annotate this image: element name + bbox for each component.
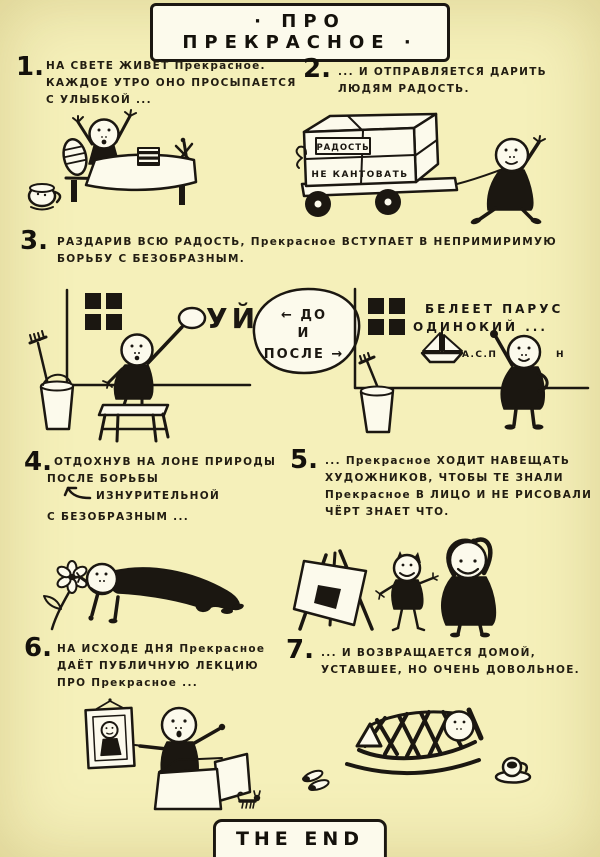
coffee-cup-icon xyxy=(494,756,532,784)
podium-box xyxy=(153,752,252,811)
slippers-icon xyxy=(302,769,330,791)
wall-poem-line-2: ОДИНОКИЙ ... xyxy=(413,319,548,334)
bubble-line-do: ← ДО xyxy=(281,308,327,323)
panel-5-number: 5. xyxy=(290,445,318,475)
dismayed-figure xyxy=(440,537,497,638)
blanket-fold xyxy=(355,722,383,748)
self-portrait-poster xyxy=(84,698,136,770)
signature-left: А.С.П xyxy=(462,350,497,360)
joy-tag-label: РАДОСТЬ xyxy=(316,143,369,153)
before-wall: УЙ xyxy=(65,288,259,387)
teacup-icon xyxy=(27,183,62,211)
panel-2-number: 2. xyxy=(303,54,331,84)
panel-7-caption: ... И ВОЗВРАЩАЕТСЯ ДОМОЙ, УСТАВШЕЕ, НО О… xyxy=(321,647,580,676)
wall-poem-line-1: БЕЛЕЕТ ПАРУС xyxy=(425,302,563,316)
the-end-label: THE END xyxy=(235,828,365,850)
insertion-arrow-icon xyxy=(63,486,92,500)
gift-box: РАДОСТЬ НЕ КАНТОВАТЬ xyxy=(295,112,440,188)
panel-2-drawing-cart-scene: РАДОСТЬ НЕ КАНТОВАТЬ xyxy=(295,112,546,225)
title-box: · ПРО ПРЕКРАСНОЕ · xyxy=(150,3,450,62)
panel-4-line-3: С БЕЗОБРАЗНЫМ ... xyxy=(47,511,190,523)
little-artist-figure xyxy=(375,551,439,632)
the-end-box: THE END xyxy=(212,819,388,857)
proud-figure xyxy=(490,330,549,430)
panel-3-number: 3. xyxy=(20,226,48,256)
joy-tag xyxy=(315,137,371,155)
bubble-line-i: И xyxy=(298,326,311,341)
pulling-figure xyxy=(470,135,546,225)
bubble-line-posle: ПОСЛЕ → xyxy=(264,347,345,362)
panel-4-number: 4. xyxy=(24,447,52,477)
rope-bow xyxy=(295,145,307,169)
panel-4-line-1: ОТДОХНУВ НА ЛОНЕ ПРИРОДЫ xyxy=(54,456,277,468)
panel-3-caption: РАЗДАРИВ ВСЮ РАДОСТЬ, Прекрасное ВСТУПАЕ… xyxy=(57,236,557,265)
bucket-with-brush-icon xyxy=(358,352,395,434)
window-icon xyxy=(85,293,122,330)
washrag xyxy=(177,306,207,330)
panel-4-line-2: ПОСЛЕ БОРЬБЫ xyxy=(47,473,160,485)
cat-icon xyxy=(237,790,261,809)
before-after-bubble: ← ДО И ПОСЛЕ → xyxy=(252,287,361,375)
stool xyxy=(97,403,170,443)
panel-5-caption: ... Прекрасное ХОДИТ НАВЕЩАТЬ ХУДОЖНИКОВ… xyxy=(325,455,593,518)
panel-5-drawing-artist-scene xyxy=(292,537,497,638)
bucket-icon xyxy=(39,373,75,431)
panel-1-caption: НА СВЕТЕ ЖИВЁТ Прекрасное. КАЖДОЕ УТРО О… xyxy=(46,60,297,106)
smelling-figure xyxy=(74,562,244,624)
after-wall: БЕЛЕЕТ ПАРУС ОДИНОКИЙ ... А.С.П Н xyxy=(353,287,590,390)
sailboat-icon xyxy=(420,329,464,364)
panel-4-drawing-flower-scene xyxy=(43,560,244,631)
panel-4-insert-word: ИЗНУРИТЕЛЬНОЙ xyxy=(96,490,221,502)
scrubbing-figure xyxy=(102,306,207,407)
window-icon xyxy=(368,298,405,335)
box-warning-label: НЕ КАНТОВАТЬ xyxy=(311,170,408,180)
daisy-flower-icon xyxy=(43,560,88,631)
pointer-stick xyxy=(134,744,168,750)
panel-6-number: 6. xyxy=(24,633,52,663)
blanket xyxy=(84,147,198,192)
graffiti-word: УЙ xyxy=(206,301,259,335)
rake-icon xyxy=(28,330,50,387)
panel-6-caption: НА ИСХОДЕ ДНЯ Прекрасное ДАЁТ ПУБЛИЧНУЮ … xyxy=(57,643,266,689)
panel-6-drawing-lecture-scene xyxy=(84,698,261,811)
page-title: · ПРО ПРЕКРАСНОЕ · xyxy=(182,11,418,53)
panel-1-number: 1. xyxy=(16,52,44,82)
resting-figure-head xyxy=(443,710,475,742)
panel-7-number: 7. xyxy=(286,635,314,665)
panel-7-drawing-rest-scene xyxy=(302,707,532,791)
signature-right: Н xyxy=(556,350,564,360)
panel-2-caption: ... И ОТПРАВЛЯЕТСЯ ДАРИТЬ ЛЮДЯМ РАДОСТЬ. xyxy=(338,66,547,95)
easel-with-black-square xyxy=(292,549,374,631)
rocking-chaise xyxy=(345,707,484,776)
waking-figure xyxy=(72,109,137,165)
striped-pillow xyxy=(62,137,88,177)
panel-1-drawing-bed-scene xyxy=(27,109,198,211)
panel-3-drawing-before-after-scene: УЙ xyxy=(28,287,590,443)
